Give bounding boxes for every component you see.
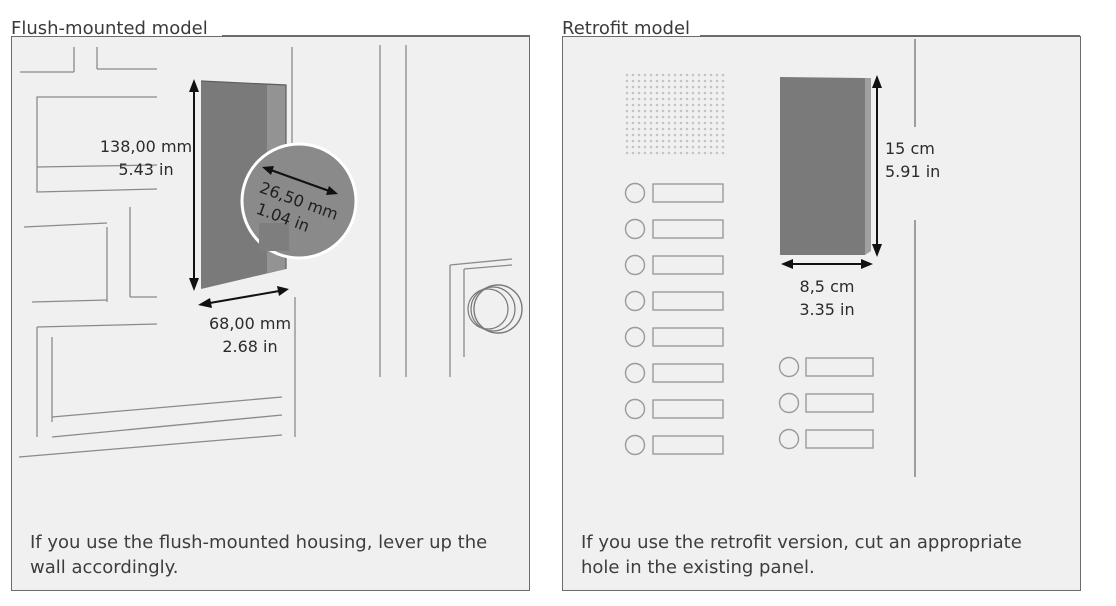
nameplate	[652, 255, 724, 275]
flush-mounted-panel: 138,00 mm 5.43 in 26,50 mm 1.04 in 68,00…	[11, 36, 530, 591]
nameplate	[805, 429, 874, 449]
retrofit-height-label: 15 cm 5.91 in	[885, 137, 940, 183]
width-mm: 68,00 mm	[208, 314, 292, 333]
bell-button-icon	[624, 398, 646, 420]
width-label: 68,00 mm 2.68 in	[198, 312, 302, 358]
retrofit-height-in: 5.91 in	[885, 162, 941, 181]
height-in: 5.43 in	[118, 160, 174, 179]
bell-button-icon	[778, 392, 800, 414]
flush-caption-line2: wall accordingly.	[30, 557, 179, 578]
speaker-grille	[625, 73, 725, 155]
bell-button-icon	[624, 434, 646, 456]
bell-button-icon	[624, 218, 646, 240]
doorbell-buttons-right	[778, 356, 874, 450]
nameplate	[652, 219, 724, 239]
nameplate	[652, 183, 724, 203]
width-in: 2.68 in	[222, 337, 278, 356]
bell-button-icon	[624, 326, 646, 348]
nameplate	[652, 327, 724, 347]
depth-dimension	[262, 166, 338, 195]
bell-button-icon	[624, 254, 646, 276]
retrofit-title-underline	[700, 35, 1080, 36]
retrofit-caption-line1: If you use the retrofit version, cut an …	[581, 532, 1022, 553]
retrofit-height-cm: 15 cm	[885, 139, 935, 158]
nameplate	[805, 393, 874, 413]
bell-button-icon	[624, 290, 646, 312]
doorbell-buttons-left	[624, 182, 724, 456]
retrofit-title: Retrofit model	[562, 18, 691, 39]
nameplate	[652, 363, 724, 383]
retrofit-width-dimension	[781, 259, 873, 269]
retrofit-illustration	[624, 39, 916, 477]
width-dimension	[198, 286, 289, 308]
flush-title-underline	[222, 35, 530, 36]
retrofit-width-cm: 8,5 cm	[799, 277, 855, 296]
bell-button-icon	[778, 428, 800, 450]
bell-button-icon	[624, 182, 646, 204]
flush-caption-line1: If you use the flush-mounted housing, le…	[30, 532, 488, 553]
nameplate	[652, 399, 724, 419]
bell-button-icon	[624, 362, 646, 384]
height-label: 138,00 mm 5.43 in	[98, 135, 194, 181]
retrofit-housing	[780, 77, 871, 255]
retrofit-height-dimension	[872, 75, 882, 257]
height-dimension	[189, 79, 199, 291]
nameplate	[805, 357, 874, 377]
retrofit-panel: 15 cm 5.91 in 8,5 cm 3.35 in If you use …	[562, 36, 1081, 591]
nameplate	[652, 435, 724, 455]
flush-caption: If you use the flush-mounted housing, le…	[30, 530, 487, 580]
retrofit-width-label: 8,5 cm 3.35 in	[779, 275, 875, 321]
retrofit-caption-line2: hole in the existing panel.	[581, 557, 815, 578]
door-knob	[473, 284, 523, 334]
retrofit-caption: If you use the retrofit version, cut an …	[581, 530, 1022, 580]
flush-mounted-title: Flush-mounted model	[11, 18, 208, 39]
retrofit-width-in: 3.35 in	[799, 300, 855, 319]
flush-mounted-illustration	[18, 45, 523, 458]
height-mm: 138,00 mm	[99, 137, 193, 156]
bell-button-icon	[778, 356, 800, 378]
nameplate	[652, 291, 724, 311]
